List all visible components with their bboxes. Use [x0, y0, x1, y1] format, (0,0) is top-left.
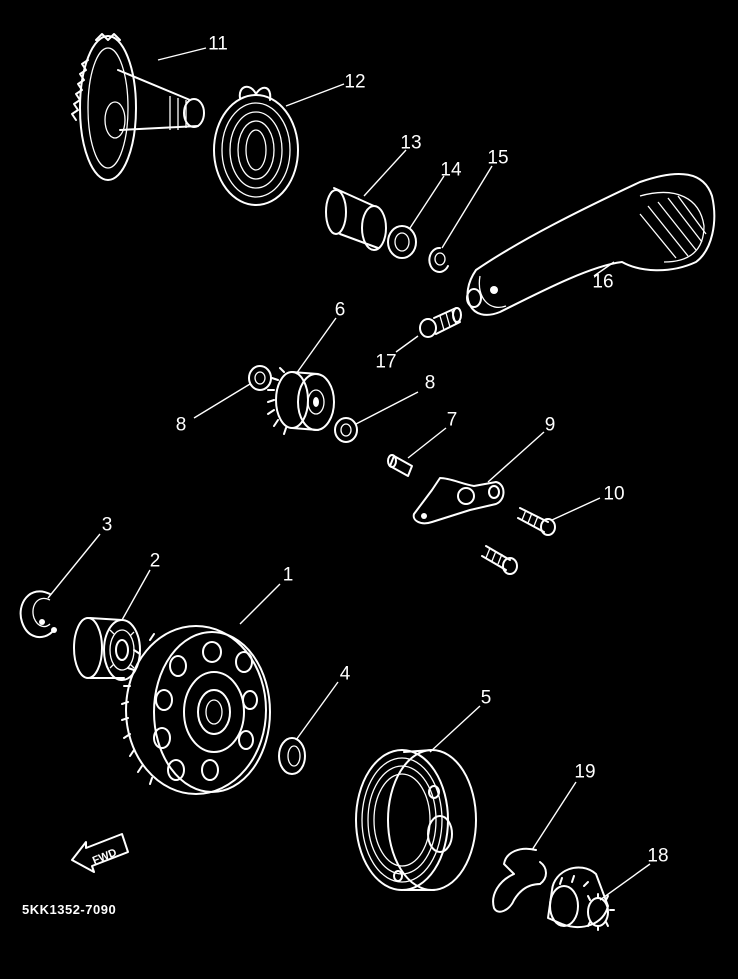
callout-10: 10	[603, 483, 625, 505]
part-15-circlip	[428, 246, 449, 273]
part-8-washer-right	[334, 417, 358, 443]
leader-lines	[47, 47, 651, 901]
part-1-ratchet-gear	[121, 625, 271, 795]
part-6-idler-gear	[267, 367, 335, 435]
callout-9: 9	[544, 414, 556, 436]
part-16-kick-crank	[466, 172, 716, 316]
callout-14: 14	[440, 159, 462, 181]
part-10-screw	[517, 507, 556, 536]
part-2-bearing	[73, 617, 141, 681]
callout-6: 6	[334, 299, 346, 321]
callout-1: 1	[282, 564, 294, 586]
part-14-washer	[387, 225, 417, 259]
callout-5: 5	[480, 687, 492, 709]
fwd-label: FWD	[91, 847, 119, 868]
part-19-clip	[492, 847, 547, 913]
callout-3: 3	[101, 514, 113, 536]
callout-7: 7	[446, 409, 458, 431]
part-code: 5KK1352-7090	[22, 902, 117, 917]
part-7-pin	[387, 454, 413, 477]
callout-19: 19	[574, 761, 596, 783]
part-8-washer-left	[248, 365, 272, 391]
part-13-collar	[325, 187, 387, 251]
callout-15: 15	[487, 147, 509, 169]
callout-13: 13	[400, 132, 422, 154]
part-11-kick-axle	[71, 33, 205, 181]
part-17-bolt	[419, 307, 462, 338]
extra-screw	[481, 545, 518, 575]
callout-8-right: 8	[424, 372, 436, 394]
fwd-arrow-icon: FWD	[71, 833, 129, 873]
callout-17: 17	[375, 351, 397, 373]
part-9-stopper-plate	[412, 477, 505, 525]
callout-8-left: 8	[175, 414, 187, 436]
callout-11: 11	[208, 33, 228, 55]
part-5-drum	[355, 749, 477, 891]
part-18-gear	[547, 866, 615, 931]
callout-4: 4	[339, 663, 351, 685]
part-4-washer	[278, 737, 306, 775]
callout-18: 18	[647, 845, 669, 867]
callout-16: 16	[592, 271, 614, 293]
part-12-spring	[213, 85, 299, 206]
part-3-circlip	[19, 590, 57, 639]
callout-12: 12	[344, 71, 366, 93]
callout-2: 2	[149, 550, 161, 572]
